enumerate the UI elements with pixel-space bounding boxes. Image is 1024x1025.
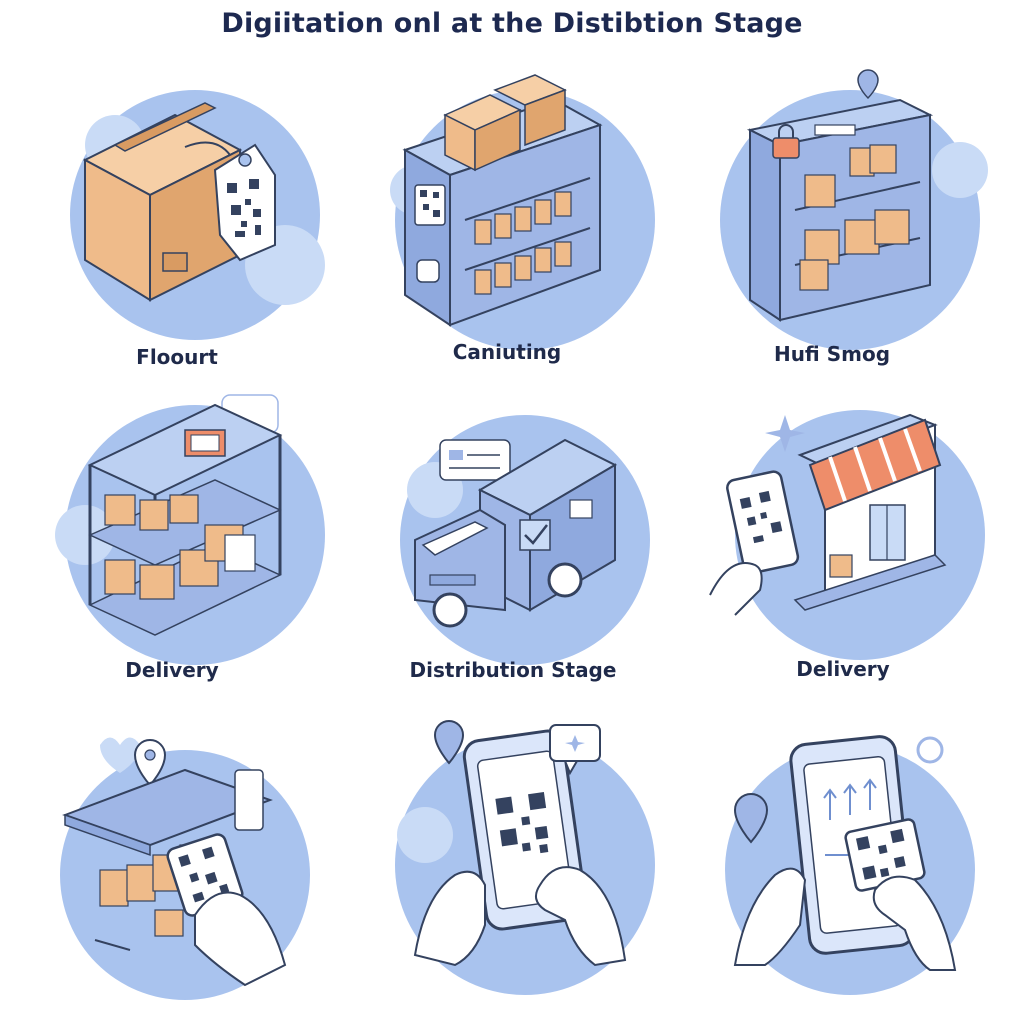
phone-qr-scan-icon — [395, 720, 655, 995]
panel-hand-scanner — [45, 725, 345, 1025]
hand-scanner-shelf-icon — [60, 737, 310, 1000]
panel-warehouse — [375, 70, 675, 370]
panel-package — [45, 75, 345, 375]
panel-phone-map — [705, 720, 1005, 1020]
panel-caption: Distribution Stage — [409, 658, 617, 682]
storage-rack-icon — [720, 69, 988, 350]
panel-caption: Floourt — [136, 345, 218, 369]
package-qr-tag-icon — [70, 90, 325, 340]
panel-caption: Delivery — [125, 658, 219, 682]
storefront-phone-scan-icon — [709, 410, 985, 660]
page-title: Digiitation onl at the Distibtion Stage — [221, 8, 803, 39]
shelf-scanner-icon — [55, 394, 325, 665]
panel-storefront — [700, 395, 1000, 695]
panel-caption: Hufi Smog — [773, 342, 891, 366]
panel-shelf-scanner — [45, 385, 345, 685]
delivery-truck-icon — [400, 415, 650, 665]
panel-caption: Caniuting — [452, 340, 562, 364]
panel-storage — [700, 69, 1000, 370]
warehouse-shelf-qr-icon — [390, 74, 655, 350]
phone-map-scan-icon — [725, 735, 975, 995]
panel-caption: Delivery — [796, 657, 890, 681]
panel-truck — [375, 400, 675, 700]
panel-phone-scan — [375, 715, 675, 1015]
